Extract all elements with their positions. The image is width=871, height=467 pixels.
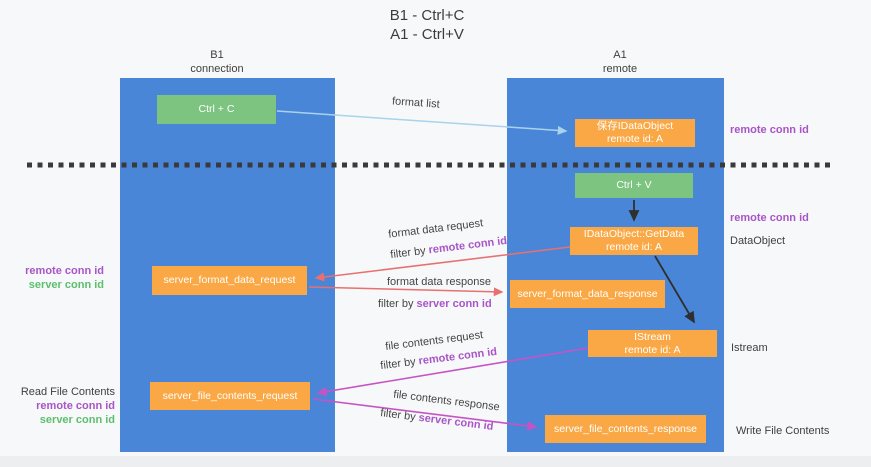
server-format-data-response-box: server_format_data_response [510,280,665,308]
label-file-request-filter-prefix: filter by [379,355,420,373]
label-file-response-filter-key: server conn id [417,411,495,433]
server-format-data-response-label: server_format_data_response [517,287,658,300]
title-line-2: A1 - Ctrl+V [390,26,464,43]
idataobject-getdata-box: IDataObject::GetData remote id: A [570,227,698,255]
label-file-response-filter-prefix: filter by [379,407,420,424]
lane-a1-subtitle: remote [602,63,638,75]
getdata-line2: remote id: A [605,241,663,253]
label-format-response-filter: filter by server conn id [378,298,492,310]
label-format-response-filter-key: server conn id [416,298,492,310]
ctrl-c-label: Ctrl + C [198,103,235,115]
label-format-list: format list [391,95,441,111]
annotation-left-conn-ids-format: remote conn id server conn id [20,264,104,292]
label-format-response-filter-prefix: filter by [378,298,417,310]
label-file-request-filter-key: remote conn id [417,345,498,368]
annotation-left-remote-conn-id-file: remote conn id [36,400,115,412]
server-file-contents-request-box: server_file_contents_request [150,382,310,410]
save-idataobject-line1: 保存IDataObject [596,120,674,132]
istream-line1: IStream [634,330,671,343]
label-format-data-request: format data request [387,217,484,241]
ctrl-c-box: Ctrl + C [157,95,276,124]
annotation-left-server-conn-id-file: server conn id [39,414,115,426]
label-format-data-response: format data response [387,276,491,288]
title-line-1: B1 - Ctrl+C [389,7,465,24]
ctrl-v-label: Ctrl + V [616,179,652,191]
annotation-istream: Istream [731,342,768,354]
getdata-line1: IDataObject::GetData [583,228,685,240]
annotation-dataobject: DataObject [730,235,786,247]
label-format-request-filter: filter by remote conn id [390,235,508,261]
annotation-read-file-contents: Read File Contents [20,386,115,398]
bottom-edge-band [0,456,871,467]
istream-line2: remote id: A [624,343,681,356]
annotation-read-file-contents-group: Read File Contents remote conn id server… [20,385,115,427]
save-idataobject-box: 保存IDataObject remote id: A [575,119,695,147]
annotation-remote-conn-id-top: remote conn id [730,124,809,136]
server-file-contents-response-box: server_file_contents_response [545,415,706,443]
save-idataobject-line2: remote id: A [606,133,664,145]
ctrl-v-box: Ctrl + V [575,173,693,198]
server-file-contents-response-label: server_file_contents_response [553,422,697,435]
lane-header-a1: A1 remote [603,48,637,76]
istream-box: IStream remote id: A [588,330,717,357]
label-file-response-filter: filter by server conn id [380,407,494,433]
label-format-request-filter-prefix: filter by [389,244,430,262]
annotation-write-file-contents: Write File Contents [736,425,830,437]
label-format-request-filter-key: remote conn id [427,234,508,257]
server-format-data-request-box: server_format_data_request [152,266,307,295]
annotation-remote-conn-id-mid: remote conn id [730,212,809,224]
lane-a1-name: A1 [613,49,627,61]
annotation-left-remote-conn-id-format: remote conn id [25,265,104,277]
diagram-title: B1 - Ctrl+C A1 - Ctrl+V [390,6,465,44]
lane-header-b1: B1 connection [190,48,243,76]
lane-b1-subtitle: connection [190,63,244,75]
server-format-data-request-label: server_format_data_request [163,274,296,286]
lane-b1-name: B1 [210,49,224,61]
server-file-contents-request-label: server_file_contents_request [162,389,298,402]
annotation-left-server-conn-id-format: server conn id [28,279,104,291]
